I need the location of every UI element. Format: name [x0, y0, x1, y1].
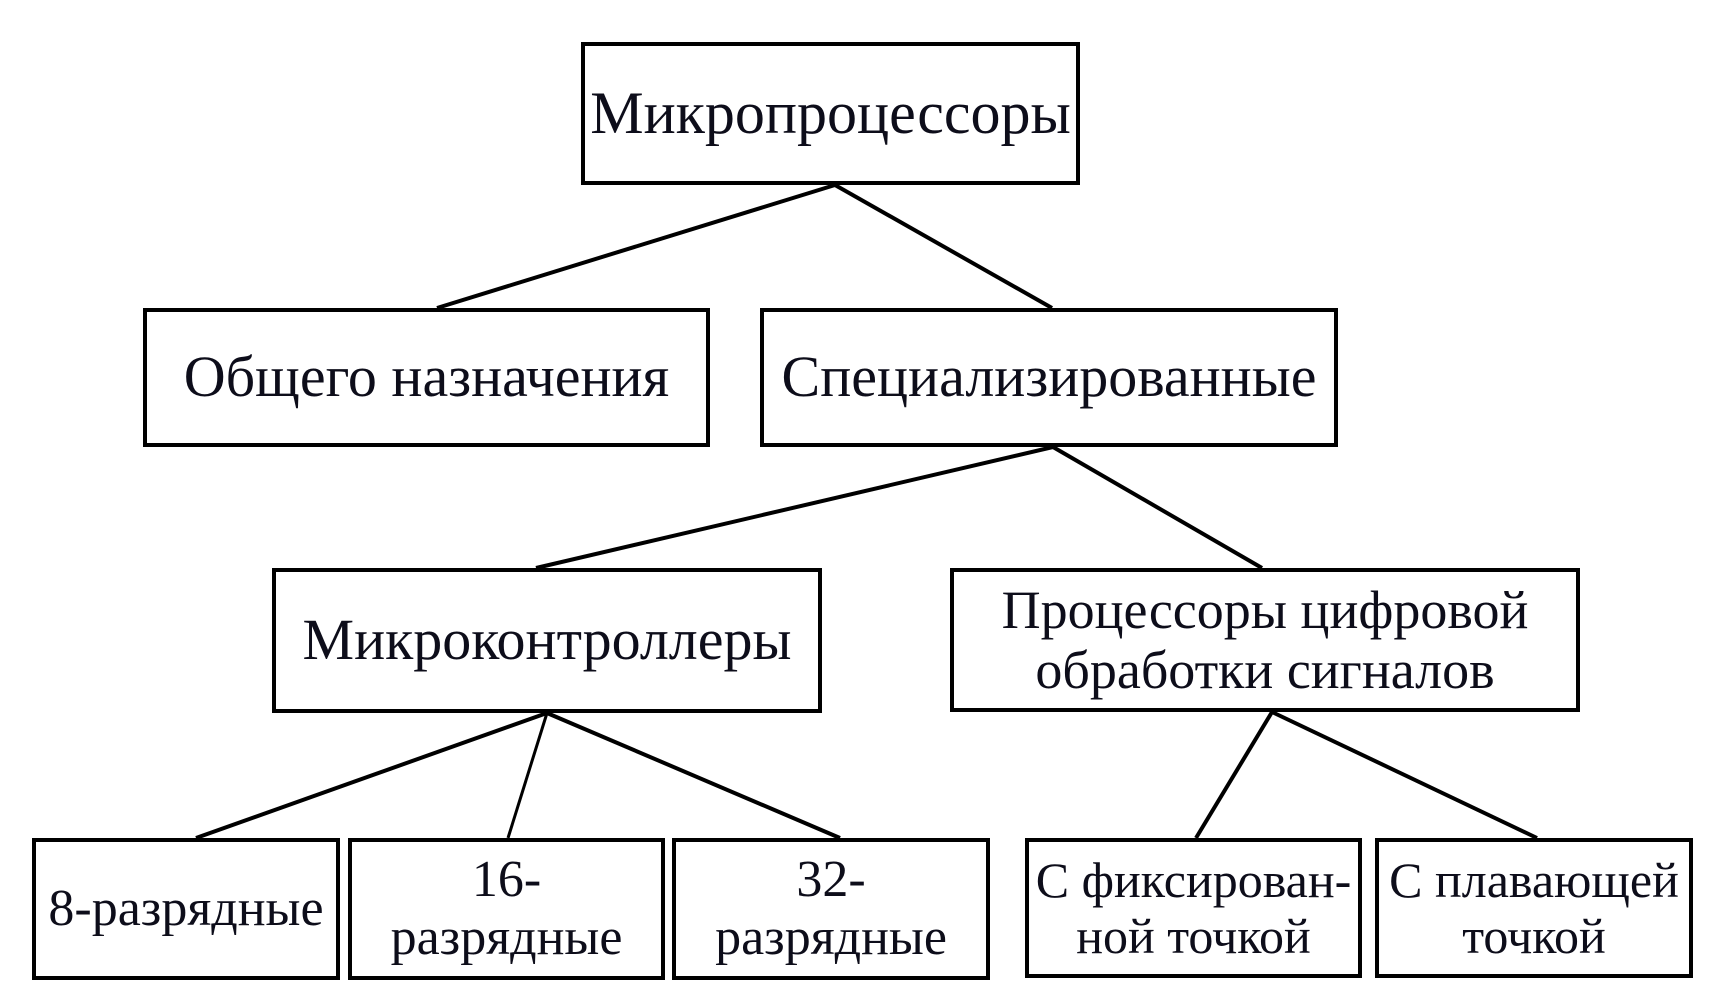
edge-root-to-special — [834, 183, 1053, 310]
edge-special-to-mcu — [535, 445, 1054, 570]
node-microcontrollers[interactable]: Микроконтроллеры — [272, 568, 822, 713]
node-label: Общего назначения — [183, 344, 670, 410]
node-general-purpose[interactable]: Общего назначения — [143, 308, 710, 447]
edge-special-to-dsp — [1051, 445, 1264, 570]
node-specialized[interactable]: Специализированные — [760, 308, 1338, 447]
node-label: Процессоры цифровой обработки сигналов — [1001, 579, 1529, 700]
node-digital-signal-processors[interactable]: Процессоры цифровой обработки сигналов — [950, 568, 1580, 712]
node-16-bit[interactable]: 16-разрядные — [348, 838, 665, 980]
node-label: С плавающей точкой — [1389, 852, 1679, 964]
node-8-bit[interactable]: 8-разрядные — [32, 838, 340, 980]
edge-root-to-general — [436, 183, 836, 310]
node-32-bit[interactable]: 32-разрядные — [672, 838, 990, 980]
node-microprocessors[interactable]: Микропроцессоры — [581, 42, 1080, 185]
edge-dsp-to-floatpoint — [1271, 710, 1538, 840]
node-label: Специализированные — [781, 344, 1317, 410]
node-label: Микроконтроллеры — [302, 607, 792, 673]
node-label: С фиксирован- ной точкой — [1035, 852, 1352, 964]
node-label: 32-разрядные — [715, 850, 947, 966]
node-label: 16-разрядные — [390, 850, 623, 966]
node-fixed-point[interactable]: С фиксирован- ной точкой — [1025, 838, 1362, 978]
node-label: 8-разрядные — [48, 879, 324, 937]
edge-dsp-to-fixedpoint — [1194, 710, 1274, 840]
node-label: Микропроцессоры — [590, 79, 1071, 146]
node-floating-point[interactable]: С плавающей точкой — [1375, 838, 1693, 978]
edge-mcu-to-bit8 — [195, 711, 548, 840]
edge-mcu-to-bit16 — [506, 712, 549, 839]
edge-mcu-to-bit32 — [546, 711, 841, 840]
